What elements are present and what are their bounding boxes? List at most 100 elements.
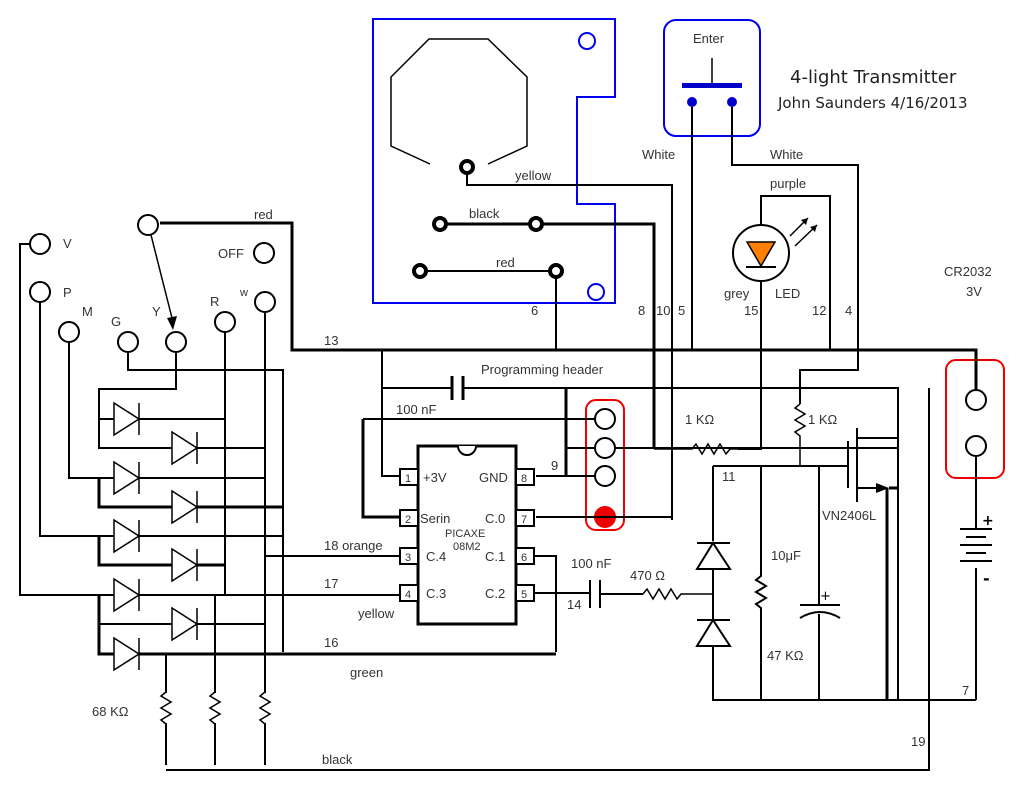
battery-voltage: 3V (966, 284, 982, 299)
wire-label: 13 (324, 333, 338, 348)
wire-ground-rail (463, 387, 899, 700)
mounting-hole-icon (578, 32, 596, 50)
wire-switch-g (127, 352, 284, 652)
wire-label: 17 (324, 576, 338, 591)
enter-button-label: Enter (693, 31, 725, 46)
battery-terminal-icon (965, 435, 987, 457)
switch-arrow-icon (167, 316, 177, 330)
wire-switch-y (98, 352, 177, 449)
resistor-47k-icon (754, 466, 768, 700)
switch-label: V (63, 236, 72, 251)
wire-label: 19 (911, 734, 925, 749)
chip-pin-7 (515, 509, 535, 527)
coupling-capacitor (589, 580, 601, 608)
wire-ground-7 (712, 646, 976, 701)
switch-terminal-r[interactable] (214, 311, 236, 333)
pin-name: C.0 (485, 511, 505, 526)
chip-model: 08M2 (453, 541, 481, 553)
resistor-68k-icon (159, 691, 173, 725)
wire-label-purple: purple (770, 176, 806, 191)
battery-cell-icon (960, 456, 992, 700)
mosfet-label: VN2406L (822, 508, 876, 523)
switch-terminal-off[interactable] (253, 242, 275, 264)
pin-number: 6 (521, 552, 527, 564)
switch-terminal-p[interactable] (29, 281, 51, 303)
diagram-author-date: John Saunders 4/16/2013 (777, 94, 968, 112)
mounting-hole-icon (587, 283, 605, 301)
led-label: LED (775, 286, 800, 301)
resistor-68k-icon (258, 691, 272, 725)
res-pulldown-label: 68 KΩ (92, 704, 129, 719)
chip-pin-1 (399, 468, 419, 486)
wire-label-white-right: White (770, 147, 803, 162)
wire-label: 7 (962, 683, 969, 698)
wire-label-white-left: White (642, 147, 675, 162)
wire-black-19 (166, 388, 930, 771)
wire-label: yellow (358, 606, 395, 621)
wire-label: 4 (845, 303, 852, 318)
wire-label-grey: grey (724, 286, 750, 301)
diode-icon (113, 518, 141, 554)
selector-switch: V P M G Y R w OFF red (29, 207, 276, 353)
resistor-470-icon (642, 587, 713, 601)
wire-c1 (534, 555, 557, 652)
wire-branch (97, 595, 114, 656)
solder-pad-icon (528, 216, 544, 232)
rectifier-diode-top-icon (695, 541, 732, 570)
solder-pad-icon (412, 263, 428, 279)
pin-name: C.3 (426, 586, 446, 601)
wire-plus3v-pin1 (381, 350, 400, 477)
picaxe-chip: 1 2 3 4 5 6 7 8 +3V Serin C.4 C.3 C.2 C.… (399, 444, 535, 626)
diode-icon (113, 401, 141, 437)
pcb-outline (372, 18, 616, 304)
cap-10uf-curved-plate-icon (799, 611, 841, 619)
switch-label: OFF (218, 246, 244, 261)
pin-name: C.2 (485, 586, 505, 601)
header-pin-icon (594, 465, 616, 487)
switch-terminal-v[interactable] (29, 233, 51, 255)
switch-terminal-g[interactable] (117, 331, 139, 353)
wire-branch (97, 536, 172, 567)
switch-terminal-w[interactable] (254, 291, 276, 313)
diagram-title: 4-light Transmitter (790, 67, 957, 88)
switch-label: P (63, 285, 72, 300)
button-terminal-icon (687, 97, 697, 107)
res-gate-label: 1 KΩ (808, 412, 838, 427)
chip-body (416, 444, 518, 626)
solder-pad-icon (459, 159, 475, 175)
pin-name: C.4 (426, 549, 446, 564)
cap-coupling-label: 100 nF (571, 556, 612, 571)
switch-wiper-icon (150, 234, 174, 323)
switch-terminal-y[interactable] (165, 331, 187, 353)
light-ray-arrowhead (801, 218, 808, 225)
programming-header-label: Programming header (481, 362, 604, 377)
pin-name: Serin (420, 511, 450, 526)
res-series-label: 470 Ω (630, 568, 665, 583)
diode-icon (171, 547, 199, 583)
resistor-1k-gate-icon (793, 403, 807, 466)
wire-yellow (466, 173, 673, 520)
wire-label-yellow: yellow (515, 168, 552, 183)
header-pin-icon (594, 437, 616, 459)
enter-button-outline (663, 19, 761, 137)
switch-terminal-m[interactable] (58, 321, 80, 343)
cap-decoupling-label: 100 nF (396, 402, 437, 417)
battery-type: CR2032 (944, 264, 992, 279)
wire-label: 6 (531, 303, 538, 318)
chip-notch (457, 445, 477, 456)
pin-name: +3V (423, 470, 447, 485)
diode-icon (171, 430, 199, 466)
solder-pad-icon (432, 216, 448, 232)
pin-number: 8 (521, 473, 527, 485)
wire-switch-m (68, 342, 99, 479)
led: purple grey LED (724, 176, 831, 350)
cap-polarity-plus: + (820, 589, 831, 604)
wire-white-4 (731, 107, 859, 350)
wire-label-red: red (496, 255, 515, 270)
led-diode-icon (745, 241, 777, 268)
battery-minus: - (983, 569, 990, 588)
switch-common-terminal[interactable] (137, 214, 159, 236)
pin-number: 4 (405, 589, 411, 601)
enter-button: Enter (663, 19, 761, 137)
